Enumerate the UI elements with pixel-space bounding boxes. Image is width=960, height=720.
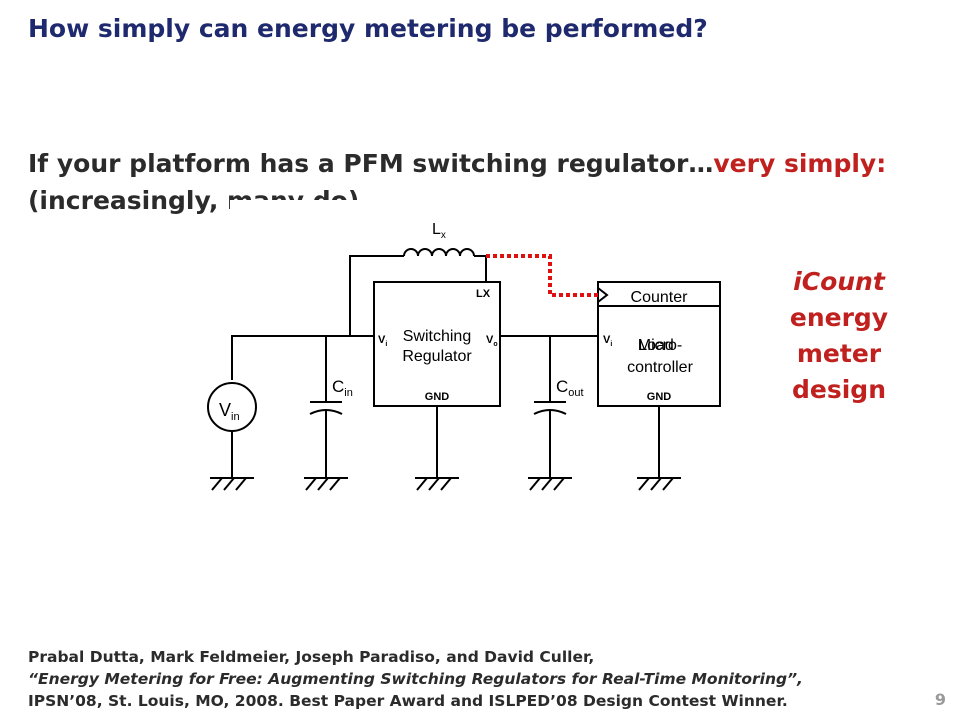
mcu-vi-label: Vi xyxy=(603,334,612,348)
citation-venue: IPSN’08, St. Louis, MO, 2008. Best Paper… xyxy=(28,692,788,710)
mcu-name-1: Micro- xyxy=(638,337,682,354)
mcu-name-2: controller xyxy=(627,359,693,376)
slide-title: How simply can energy metering be perfor… xyxy=(28,14,708,43)
citation: Prabal Dutta, Mark Feldmeier, Joseph Par… xyxy=(28,646,803,712)
reg-vi-label: Vi xyxy=(378,334,387,348)
input-wire xyxy=(231,335,350,380)
ground-symbol-5 xyxy=(637,477,681,491)
mcu-gnd-label: GND xyxy=(647,391,672,403)
clock-input-icon xyxy=(597,287,609,303)
source-label: Vin xyxy=(219,400,240,423)
lead-line-1: If your platform has a PFM switching reg… xyxy=(28,145,886,182)
icount-note-line-4: design xyxy=(792,375,886,404)
regulator-name-2: Regulator xyxy=(402,348,472,365)
reg-vo-label: Vo xyxy=(486,334,498,348)
reg-lx-label: LX xyxy=(476,288,491,300)
ground-symbol-2 xyxy=(304,477,348,491)
lead-line-1-accent: very simply: xyxy=(713,149,887,178)
ground-symbol-3 xyxy=(415,477,459,491)
sense-line xyxy=(486,254,598,297)
regulator-name-1: Switching xyxy=(403,328,471,345)
diagram-background xyxy=(230,200,758,516)
citation-authors: Prabal Dutta, Mark Feldmeier, Joseph Par… xyxy=(28,648,595,666)
citation-paper: “Energy Metering for Free: Augmenting Sw… xyxy=(28,670,803,688)
mcu-overlay-label: Load xyxy=(638,337,674,354)
lx-feed-wire xyxy=(349,255,404,336)
icount-note-line-3: meter xyxy=(796,339,882,368)
icount-note: iCount energy meter design xyxy=(780,264,898,408)
lead-line-1-plain: If your platform has a PFM switching reg… xyxy=(28,149,714,178)
icount-note-line-1: iCount xyxy=(793,267,885,296)
lead-text: If your platform has a PFM switching reg… xyxy=(28,145,886,219)
cout-label: Cout xyxy=(556,377,584,399)
page-number: 9 xyxy=(934,690,946,709)
icount-note-line-2: energy xyxy=(789,303,889,332)
cin-label: Cin xyxy=(332,377,353,399)
ground-symbol-4 xyxy=(528,477,572,491)
ground-symbol-1 xyxy=(210,477,254,491)
reg-gnd-label: GND xyxy=(425,391,450,403)
counter-label: Counter xyxy=(631,289,689,306)
inductor-label: Lx xyxy=(432,221,446,241)
inductor-coil xyxy=(403,248,475,257)
